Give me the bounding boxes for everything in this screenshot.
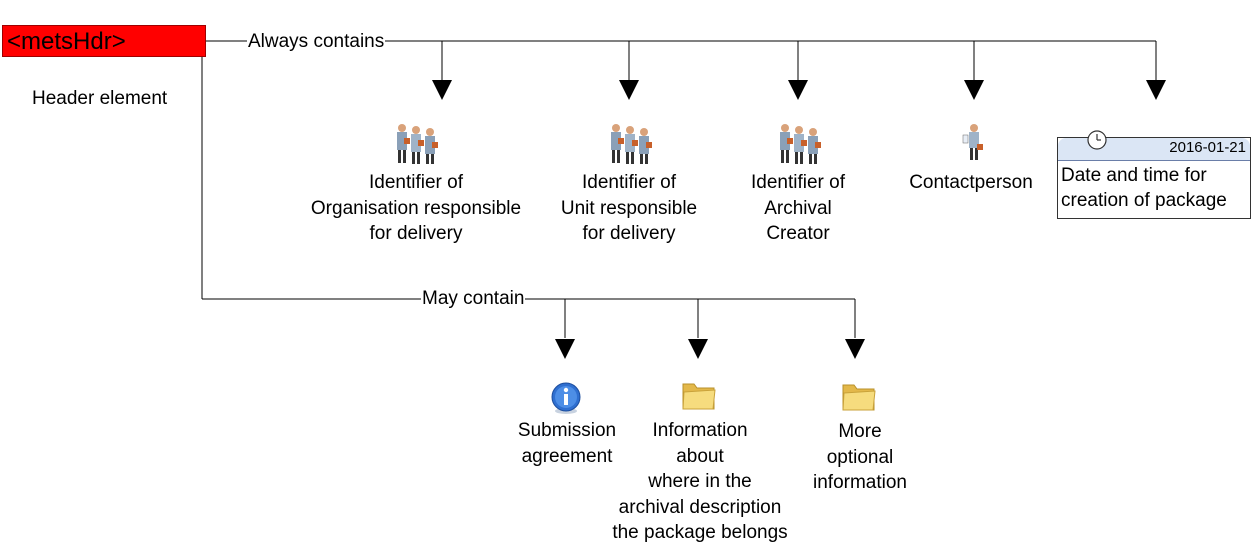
arrowhead <box>555 339 575 359</box>
node-date-time: 2016-01-21 Date and time for creation of… <box>1057 130 1251 219</box>
edge-label-may: May contain <box>421 288 526 310</box>
arrowhead <box>1146 80 1166 100</box>
person-icon <box>962 124 983 160</box>
date-header-bar <box>1058 138 1250 161</box>
node-line: the package belongs <box>612 522 788 543</box>
arrowhead <box>964 80 984 100</box>
root-caption: Header element <box>32 88 168 109</box>
arrowhead <box>619 80 639 100</box>
node-line: agreement <box>521 445 613 467</box>
node-line: More <box>838 421 882 442</box>
node-line: creation of package <box>1061 190 1227 211</box>
date-value: 2016-01-21 <box>1169 139 1246 156</box>
node-line: Identifier of <box>369 172 463 193</box>
node-line: Information <box>652 420 748 441</box>
node-line: archival description <box>618 496 782 518</box>
folder-icon <box>682 383 716 410</box>
node-line: Identifier of <box>582 172 676 193</box>
node-submission-agreement: Submission agreement <box>507 418 627 469</box>
node-contactperson: Contactperson <box>898 170 1044 196</box>
clock-icon <box>1087 130 1107 150</box>
people-group-icon <box>397 124 438 164</box>
node-unit-identifier: Identifier of Unit responsible for deliv… <box>549 170 709 247</box>
node-line: Archival <box>764 197 832 219</box>
node-archival-creator: Identifier of Archival Creator <box>735 170 861 247</box>
arrowhead <box>432 80 452 100</box>
node-archival-placement: Information about where in the archival … <box>600 418 800 546</box>
node-more-optional: More optional information <box>800 419 920 496</box>
arrowhead <box>845 339 865 359</box>
node-line: Date and time for <box>1061 165 1207 186</box>
root-node-metshdr: <metsHdr> <box>2 25 206 57</box>
node-line: Contactperson <box>909 172 1033 193</box>
node-line: Unit responsible <box>560 197 698 219</box>
node-line: for delivery <box>369 223 463 244</box>
info-icon <box>551 382 581 414</box>
node-org-identifier: Identifier of Organisation responsible f… <box>300 170 532 247</box>
node-line: about <box>676 445 724 467</box>
arrowhead <box>688 339 708 359</box>
folder-icon <box>842 384 876 411</box>
date-description: Date and time for creation of package <box>1061 163 1227 213</box>
people-group-icon <box>780 124 821 164</box>
node-line: Organisation responsible <box>310 197 522 219</box>
node-line: for delivery <box>582 223 676 244</box>
node-line: Identifier of <box>751 172 845 193</box>
node-line: where in the <box>648 471 752 492</box>
node-line: information <box>813 472 907 493</box>
people-group-icon <box>611 124 652 164</box>
node-line: Submission <box>517 420 617 441</box>
edge-label-always: Always contains <box>247 31 386 53</box>
node-line: optional <box>826 446 894 468</box>
arrowhead <box>788 80 808 100</box>
node-line: Creator <box>766 223 830 244</box>
